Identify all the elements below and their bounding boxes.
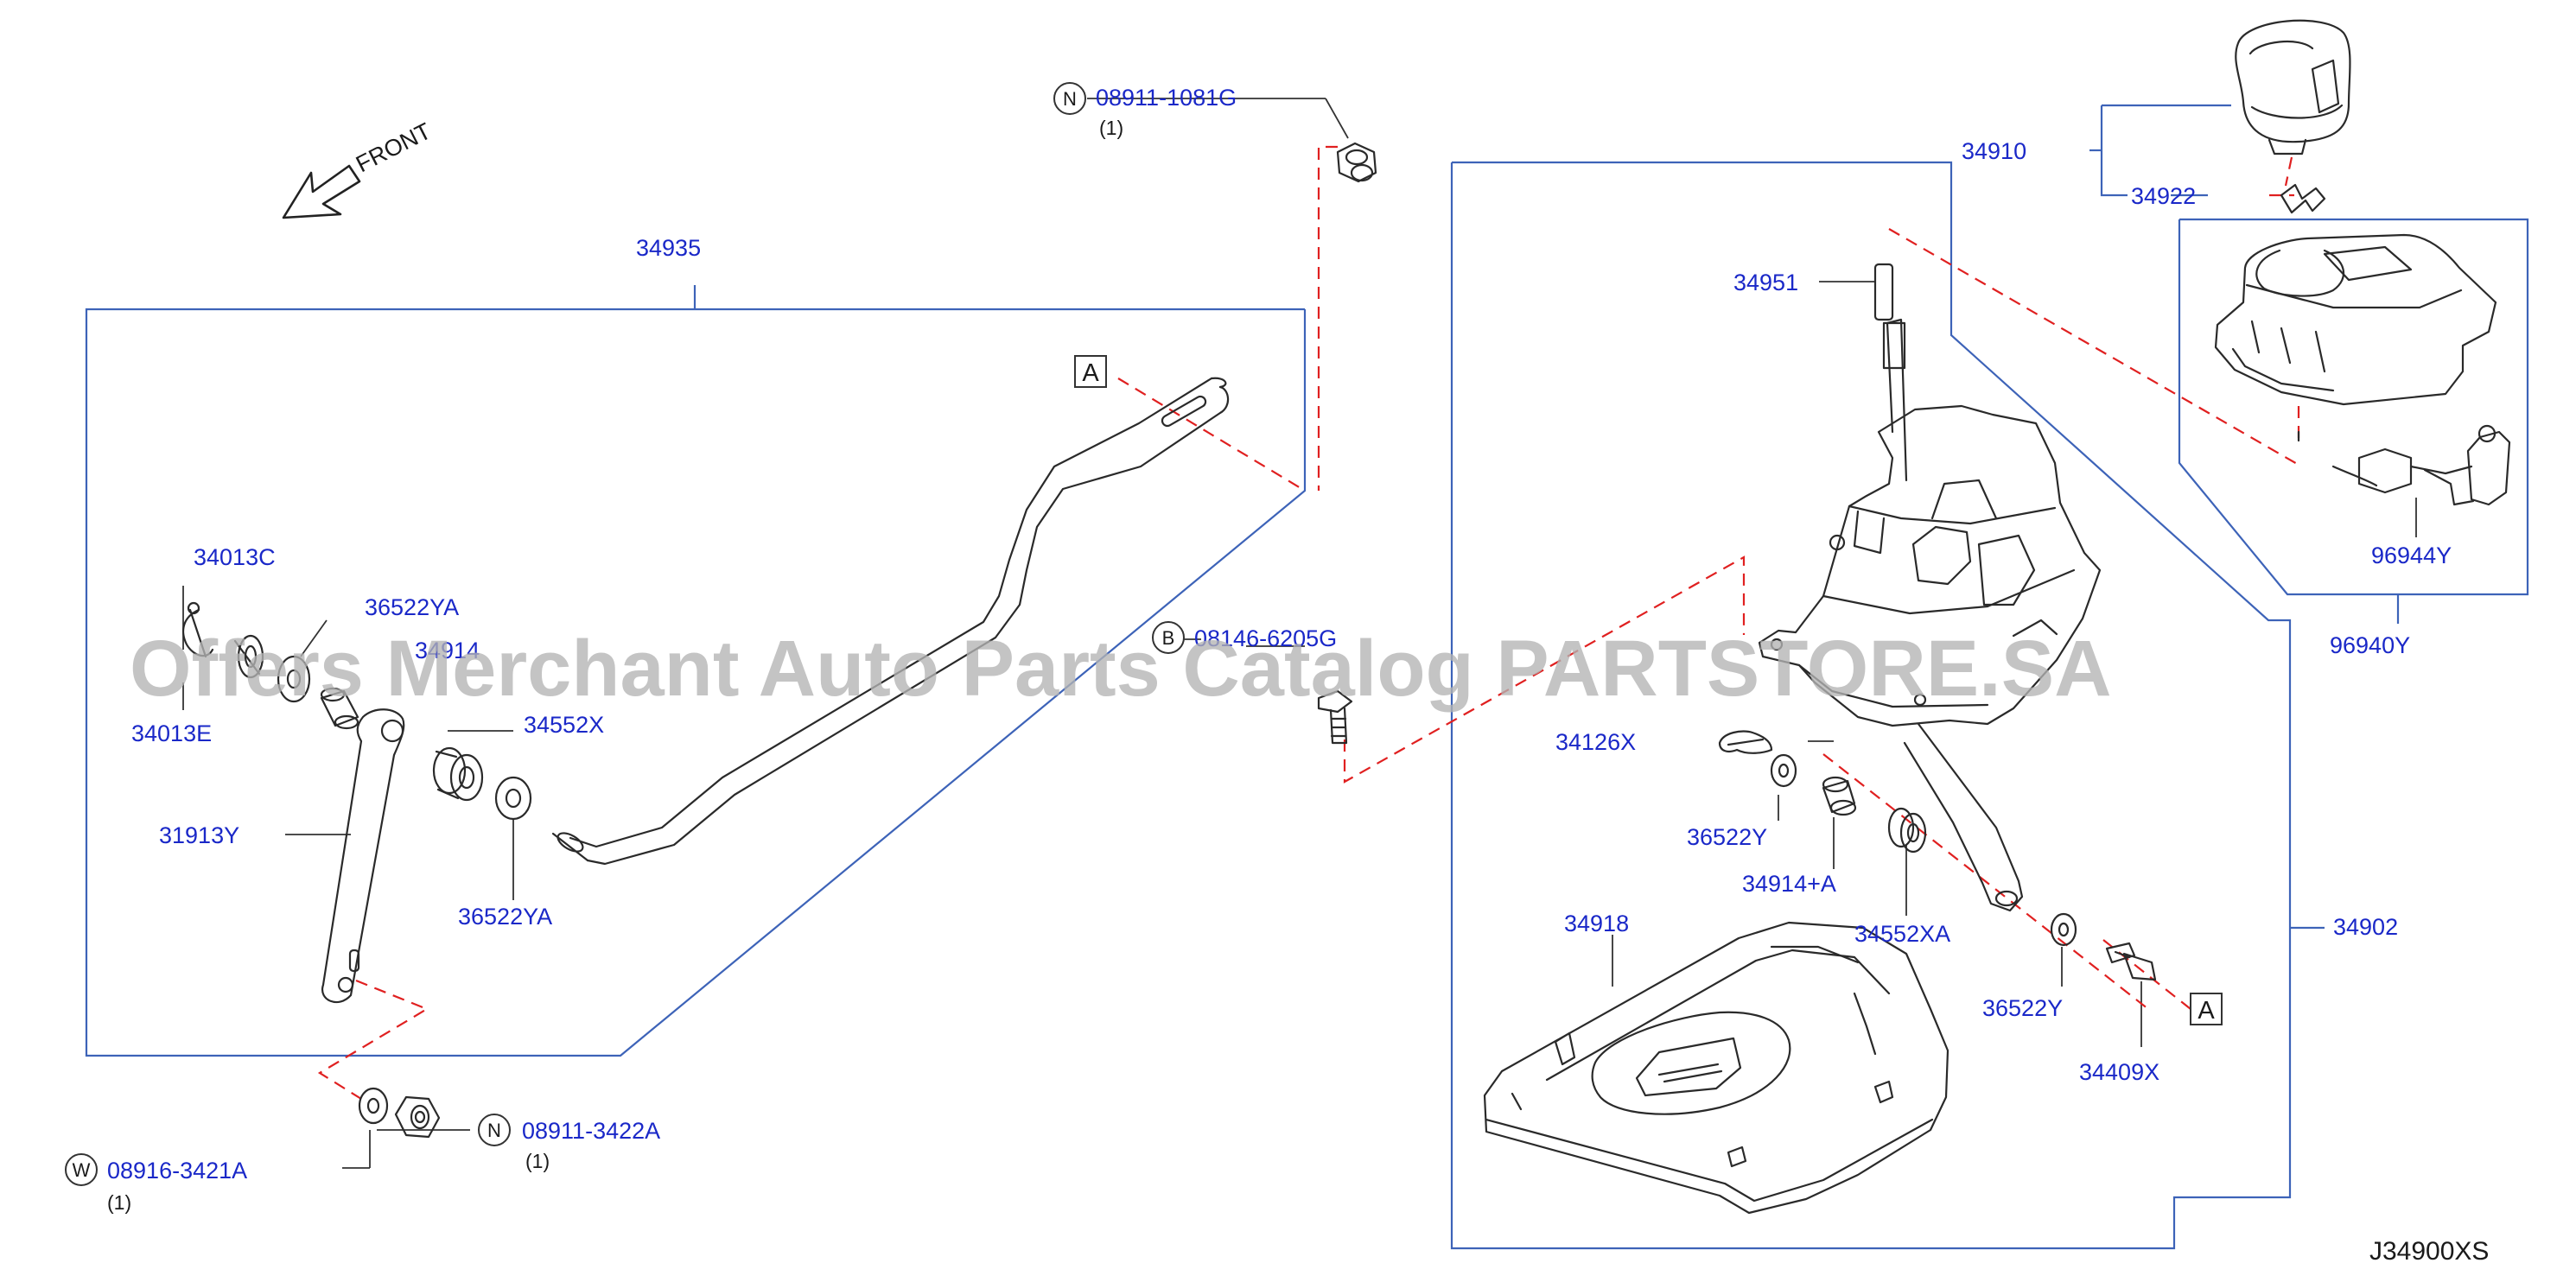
label-34409X[interactable]: 34409X: [2079, 1059, 2159, 1085]
label-34914[interactable]: 34914: [415, 638, 480, 663]
washer-36522Y-left: [1770, 753, 1797, 788]
lever-arm-31913Y: [321, 708, 405, 1004]
ref-box-a-right: A: [2190, 993, 2223, 1025]
label-08146-6205G[interactable]: 08146-6205G: [1194, 625, 1337, 651]
prefix-circle-n-top: [1053, 82, 1086, 115]
label-34922[interactable]: 34922: [2131, 183, 2196, 209]
prefix-n-top: N: [1063, 88, 1077, 110]
group-outline-34902: [1450, 161, 2292, 1250]
label-36522Y-right[interactable]: 36522Y: [1982, 995, 2063, 1021]
prefix-b-mid: B: [1162, 627, 1175, 649]
bushing-34914: [320, 687, 359, 730]
label-36522Y-left[interactable]: 36522Y: [1687, 824, 1767, 850]
label-96940Y[interactable]: 96940Y: [2330, 632, 2410, 658]
qty-08911-1081G: (1): [1099, 117, 1123, 139]
group-outline-34935: [85, 308, 1307, 1057]
label-36522YA-bottom[interactable]: 36522YA: [458, 904, 552, 930]
front-arrow-icon: [282, 164, 361, 219]
bolt-08146-6205G: [1317, 689, 1353, 745]
group-outline-96940Y: [2178, 218, 2529, 596]
label-31913Y[interactable]: 31913Y: [159, 822, 239, 848]
label-34935[interactable]: 34935: [636, 235, 701, 261]
watermark: Offers Merchant Auto Parts Catalog PARTS…: [130, 625, 2112, 713]
qty-08911-3422A: (1): [525, 1150, 550, 1172]
label-36522YA-top[interactable]: 36522YA: [365, 594, 459, 620]
harness-connector-96944Y: [2331, 424, 2511, 506]
bushing-34914A: [1822, 776, 1857, 816]
label-34552XA[interactable]: 34552XA: [1854, 921, 1950, 947]
qty-08916-3421A: (1): [107, 1191, 131, 1214]
grommet-34552X: [432, 746, 484, 802]
label-96944Y[interactable]: 96944Y: [2371, 543, 2452, 568]
label-34918[interactable]: 34918: [1564, 911, 1629, 936]
ref-mark-a-right: A: [2198, 997, 2215, 1025]
leader-lines: [182, 98, 2417, 1169]
label-34013C[interactable]: 34013C: [194, 544, 276, 570]
clip-34126X: [1718, 730, 1773, 754]
prefix-circle-n-bottom: [478, 1114, 511, 1146]
cotter-pin-34013C: [182, 601, 214, 658]
washer-36522YA-bottom: [494, 776, 532, 821]
label-34914A[interactable]: 34914+A: [1742, 871, 1836, 897]
console-bezel-34918: [1483, 921, 1949, 1215]
shift-knob-34910: [2235, 19, 2351, 155]
label-08911-1081G[interactable]: 08911-1081G: [1096, 85, 1237, 111]
label-34951[interactable]: 34951: [1733, 270, 1798, 295]
shifter-assembly-34902: [1758, 263, 2102, 912]
label-08911-3422A[interactable]: 08911-3422A: [522, 1118, 660, 1144]
pin-34409X: [2105, 942, 2157, 981]
washer-36522Y-right: [2050, 912, 2077, 947]
diagram-code: J34900XS: [2369, 1237, 2489, 1266]
dashed-connectors: [317, 145, 2300, 1100]
front-label: FRONT: [352, 117, 435, 177]
labels: FRONT 34935 34013C 36522YA 34914 34013E …: [73, 85, 2490, 1266]
parts: [182, 19, 2511, 1215]
washer-36522YA-top: [277, 655, 311, 703]
prefix-w-bottom: W: [73, 1159, 91, 1181]
grommet-34552XA: [1887, 807, 1927, 854]
ref-box-a-top: A: [1074, 355, 1107, 388]
nut-08911-1081G: [1336, 142, 1377, 183]
prefix-circle-w-bottom: [65, 1153, 98, 1186]
prefix-circle-b-mid: [1152, 621, 1185, 654]
clip-34922: [2280, 183, 2326, 214]
ref-mark-a-top: A: [1082, 359, 1099, 387]
label-08916-3421A[interactable]: 08916-3421A: [107, 1158, 247, 1184]
label-34910[interactable]: 34910: [1962, 138, 2026, 164]
group-outlines: [85, 104, 2529, 1250]
label-34902[interactable]: 34902: [2333, 914, 2398, 940]
label-34013E[interactable]: 34013E: [131, 720, 212, 746]
indicator-housing-96940Y: [2214, 233, 2497, 442]
shift-rod-34935: [551, 377, 1230, 866]
prefix-n-bottom: N: [487, 1120, 501, 1141]
nut-08911-3422A: [394, 1095, 441, 1139]
label-34126X[interactable]: 34126X: [1555, 729, 1636, 755]
washer-34013: [233, 634, 264, 679]
washer-08916-3421A: [358, 1087, 389, 1125]
label-34552X[interactable]: 34552X: [524, 712, 604, 738]
